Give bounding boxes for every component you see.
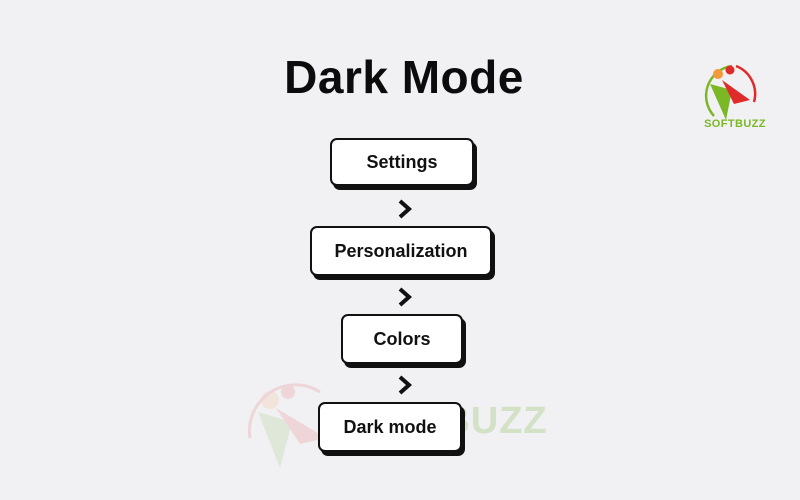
softbuzz-logo <box>704 64 757 120</box>
step-settings: Settings <box>330 138 474 186</box>
step-dark-mode: Dark mode <box>318 402 462 452</box>
step-colors: Colors <box>341 314 463 364</box>
chevron-right-icon <box>398 287 413 307</box>
step-label: Dark mode <box>343 416 437 437</box>
chevron-right-icon <box>398 199 413 219</box>
step-label: Colors <box>373 328 431 349</box>
step-label: Settings <box>366 151 438 172</box>
step-personalization: Personalization <box>310 226 492 276</box>
page-title: Dark Mode <box>284 51 524 103</box>
brand-name: SOFTBUZZ <box>704 118 766 130</box>
chevron-right-icon <box>398 375 413 395</box>
step-label: Personalization <box>334 240 468 261</box>
